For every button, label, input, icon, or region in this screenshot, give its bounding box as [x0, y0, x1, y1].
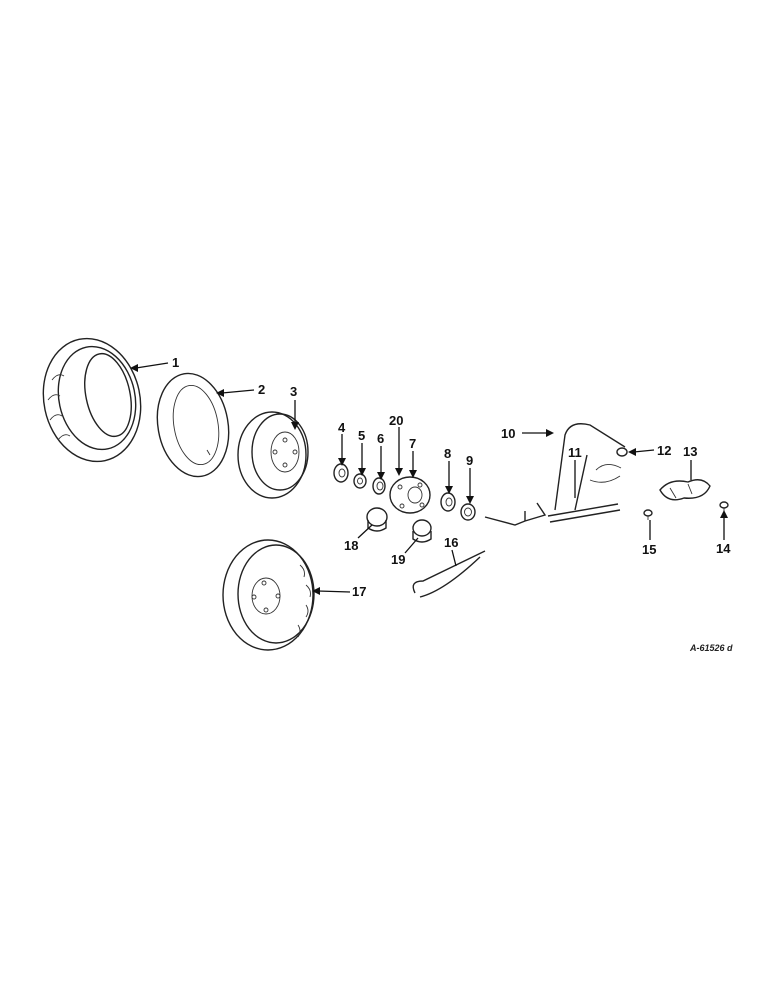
callout-7: 7	[409, 436, 416, 451]
callout-8: 8	[444, 446, 451, 461]
callout-9: 9	[466, 453, 473, 468]
part-6-cup	[372, 477, 386, 495]
callout-16: 16	[444, 535, 458, 550]
part-5-nut	[353, 473, 367, 489]
part-2-tube	[156, 372, 230, 478]
part-12-bolt	[616, 447, 628, 457]
part-17-wheel-assembly	[222, 539, 315, 651]
part-8-cup	[440, 492, 456, 512]
leader-lines	[130, 362, 728, 595]
figure-reference: A-61526 d	[689, 643, 733, 653]
part-13-clamp	[659, 479, 711, 501]
callout-14: 14	[716, 541, 731, 556]
callout-20: 20	[389, 413, 403, 428]
part-9-seal	[460, 503, 476, 521]
part-19-bearing	[412, 519, 432, 543]
part-3-wheel-rim	[237, 411, 309, 499]
part-10-bracket	[484, 423, 626, 526]
part-1-tire	[42, 337, 142, 463]
part-11-axle-rod	[547, 503, 621, 523]
callout-2: 2	[258, 382, 265, 397]
callout-3: 3	[290, 384, 297, 399]
part-7-hub	[389, 476, 431, 514]
part-4-bearing	[333, 463, 349, 483]
callout-12: 12	[657, 443, 671, 458]
callout-5: 5	[358, 428, 365, 443]
callout-17: 17	[352, 584, 366, 599]
callout-1: 1	[172, 355, 179, 370]
callout-15: 15	[642, 542, 656, 557]
part-16-pin	[412, 550, 486, 598]
callout-10: 10	[501, 426, 515, 441]
callout-13: 13	[683, 444, 697, 459]
callout-11: 11	[568, 445, 582, 460]
callout-4: 4	[338, 420, 346, 435]
callout-18: 18	[344, 538, 358, 553]
callout-6: 6	[377, 431, 384, 446]
part-15-nut	[643, 509, 653, 520]
callout-19: 19	[391, 552, 405, 567]
callout-labels: 1 2 3 4 5 6 7 8 9 10 11 12 13 14 15 16 1…	[172, 355, 733, 653]
